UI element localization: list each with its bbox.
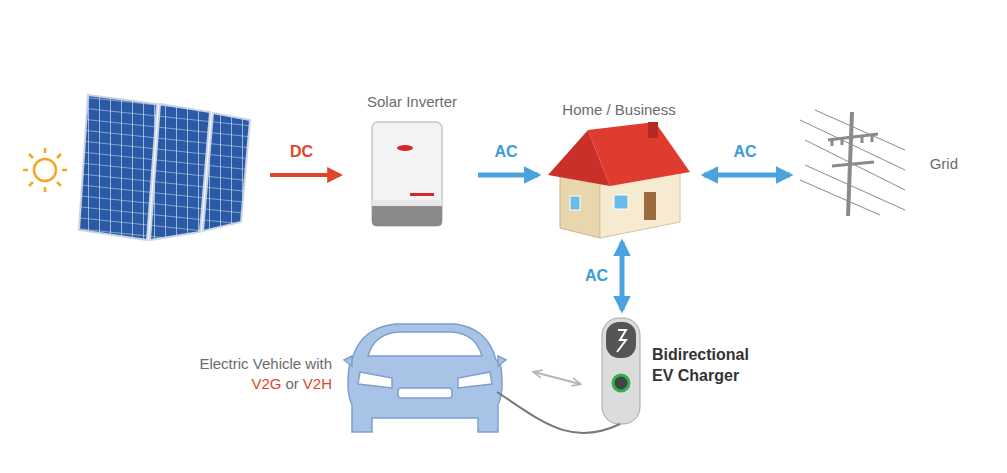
grid-pole xyxy=(800,110,905,216)
node-label: Solar Inverter xyxy=(367,92,457,112)
signal-label: DC xyxy=(290,143,313,161)
car-icon xyxy=(344,324,506,432)
flow-arrow xyxy=(534,372,580,384)
edge-label: AC xyxy=(585,267,608,285)
solar-panel xyxy=(79,95,250,240)
icon-node: Home / Business xyxy=(540,100,702,240)
node-label: or xyxy=(285,374,298,394)
node-label: V2G xyxy=(251,374,281,394)
edge-label: AC xyxy=(494,143,517,161)
inverter-icon xyxy=(372,122,442,226)
sun-icon xyxy=(23,148,67,192)
icon-node: Grid xyxy=(792,108,972,220)
node-label: Electric Vehicle with xyxy=(160,354,332,374)
flow-arrow xyxy=(478,173,538,178)
icon-node: Solar Inverter xyxy=(352,92,476,230)
icon-node: Bidirectional EV Charger xyxy=(582,312,778,428)
node-label: V2H xyxy=(303,374,332,394)
house-icon xyxy=(548,122,690,238)
flow-arrow xyxy=(704,173,790,178)
icon-node: Electric Vehicle withV2GorV2H xyxy=(160,320,532,436)
charging-cable xyxy=(497,392,620,433)
node-label: Grid xyxy=(930,154,958,174)
node-label: Home / Business xyxy=(562,100,675,120)
dc-arrow xyxy=(270,173,340,177)
node-label: Bidirectional EV Charger xyxy=(652,345,772,387)
flow-arrow xyxy=(620,242,625,310)
edge-label: AC xyxy=(733,143,756,161)
charger-icon xyxy=(602,318,640,424)
